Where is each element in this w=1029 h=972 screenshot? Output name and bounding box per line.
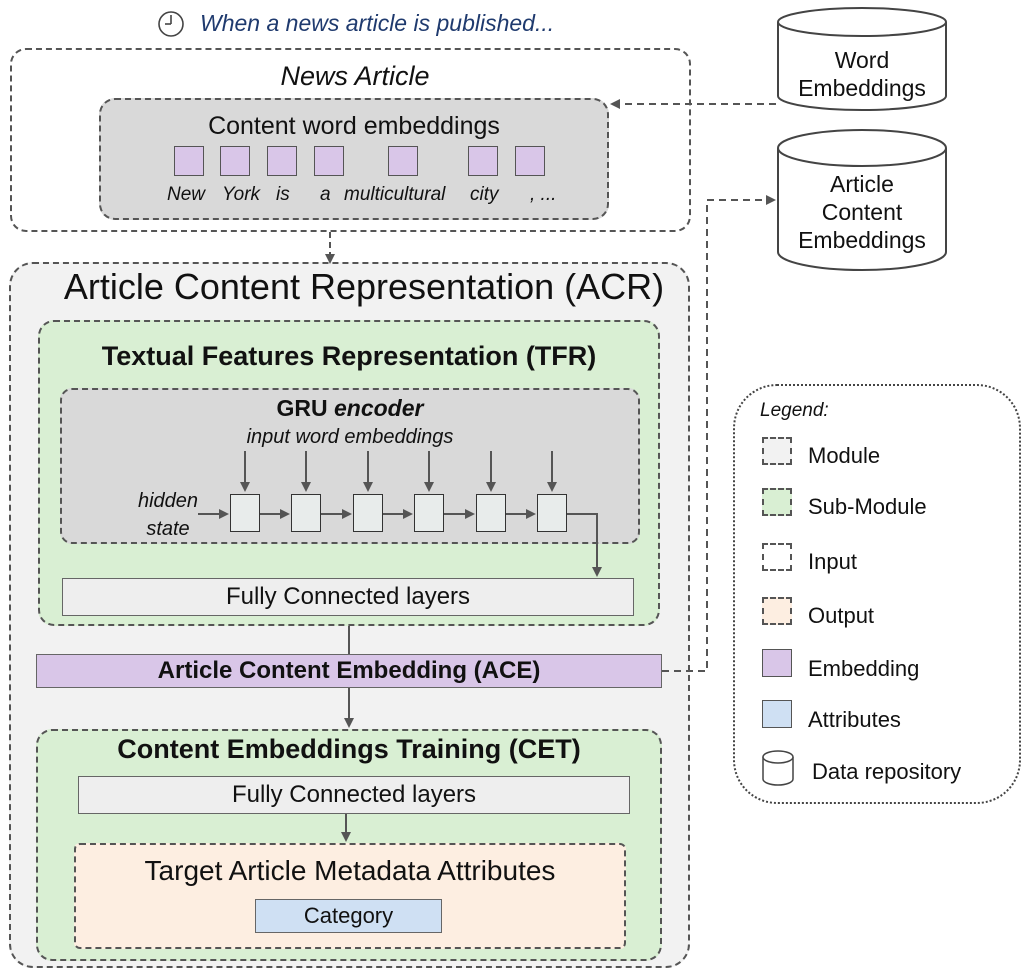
gru-title-encoder: encoder (334, 395, 424, 421)
legend-repository-label: Data repository (812, 759, 962, 784)
gru-cell (414, 494, 444, 532)
target-metadata-title: Target Article Metadata Attributes (144, 855, 556, 886)
repository-label-line: Embeddings (798, 227, 926, 253)
clock-icon (157, 10, 185, 38)
legend-attributes-label: Attributes (808, 707, 901, 732)
legend-output-label: Output (808, 603, 875, 628)
legend-module-swatch (762, 437, 792, 465)
hidden-label-line: state (146, 518, 190, 540)
arrow-gru-to-fc (567, 513, 602, 577)
publish-caption: When a news article is published... (200, 10, 555, 36)
acr-title: Article Content Representation (ACR) (63, 266, 665, 307)
legend-attributes-swatch (762, 700, 792, 728)
gru-title-main: GRU (276, 395, 334, 421)
word-token: a (320, 184, 331, 205)
legend-module-label: Module (808, 443, 881, 468)
word-token: New (167, 184, 206, 205)
legend-embedding-swatch (762, 649, 792, 677)
gru-cell (353, 494, 383, 532)
article-content-embeddings-repository: Article Content Embeddings (776, 126, 948, 272)
content-word-embeddings-title: Content word embeddings (208, 112, 500, 140)
legend-output-swatch (762, 597, 792, 625)
legend-submodule-swatch (762, 488, 792, 516)
legend-title: Legend: (760, 400, 829, 421)
hidden-state-label: hidden state (118, 487, 218, 543)
gru-cell (537, 494, 567, 532)
legend-input-swatch (762, 543, 792, 571)
database-icon (777, 7, 947, 111)
repository-label-line: Word (834, 47, 890, 73)
word-token: York (222, 184, 261, 205)
legend-embedding-label: Embedding (808, 656, 920, 681)
database-icon (777, 129, 947, 271)
input-word-embeddings-label: input word embeddings (246, 426, 454, 448)
hidden-label-line: hidden (137, 490, 199, 512)
word-embedding-square (515, 146, 545, 176)
word-embeddings-repository: Word Embeddings (776, 6, 948, 112)
legend-input-label: Input (808, 549, 857, 574)
gru-title: GRU encoder (60, 395, 640, 422)
ace-embedding: Article Content Embedding (ACE) (36, 654, 662, 688)
word-embedding-square (220, 146, 250, 176)
word-embedding-square (388, 146, 418, 176)
repository-label-line: Embeddings (798, 75, 926, 101)
word-token: , ... (530, 184, 557, 205)
cet-fc-layers: Fully Connected layers (78, 776, 630, 814)
word-token: multicultural (344, 184, 446, 205)
ace-label: Article Content Embedding (ACE) (157, 657, 541, 684)
word-embedding-square (267, 146, 297, 176)
legend-submodule-label: Sub-Module (808, 494, 927, 519)
word-embedding-square (314, 146, 344, 176)
legend-repository-icon (762, 750, 794, 786)
repository-label-line: Article (830, 171, 894, 197)
word-embedding-square (174, 146, 204, 176)
tfr-title: Textual Features Representation (TFR) (101, 341, 597, 371)
tfr-fc-label: Fully Connected layers (225, 583, 471, 610)
word-embedding-square (468, 146, 498, 176)
gru-cell (291, 494, 321, 532)
cet-title: Content Embeddings Training (CET) (117, 734, 581, 764)
word-token: is (276, 184, 290, 205)
word-token: city (470, 184, 499, 205)
repository-label-line: Content (821, 199, 903, 225)
news-article-title: News Article (280, 61, 430, 91)
category-attribute: Category (255, 899, 442, 933)
gru-cell (230, 494, 260, 532)
arrow-ace-to-repository (662, 195, 776, 672)
gru-cell (476, 494, 506, 532)
category-label: Category (303, 903, 394, 928)
tfr-fc-layers: Fully Connected layers (62, 578, 634, 616)
cet-fc-label: Fully Connected layers (231, 781, 477, 808)
